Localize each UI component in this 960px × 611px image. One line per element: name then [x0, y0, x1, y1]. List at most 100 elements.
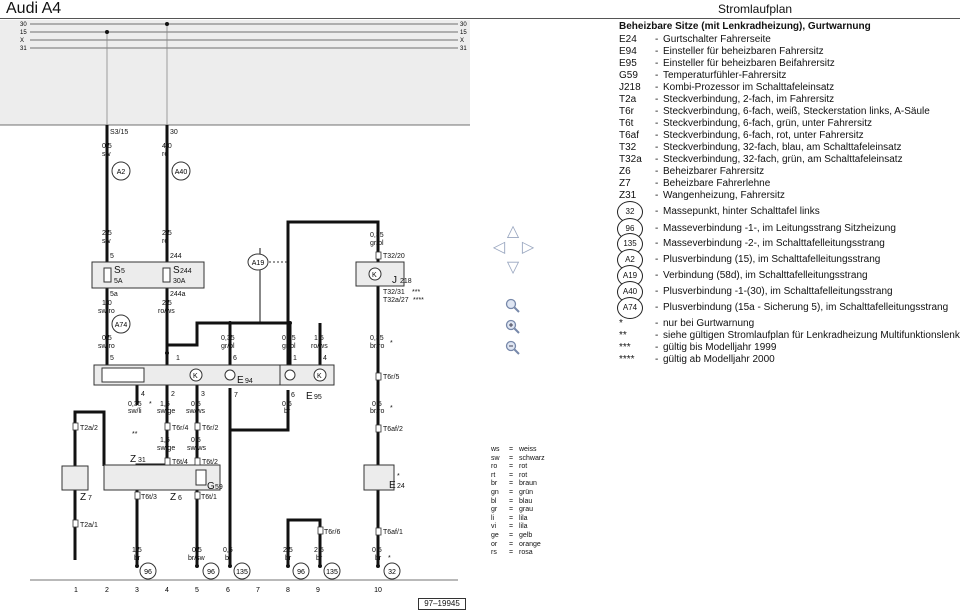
marker-a40: A40: [175, 169, 188, 176]
lbl-w9a: 0,35: [282, 335, 296, 342]
col-3: 3: [135, 587, 139, 594]
lbl-w4b: ro: [162, 238, 168, 245]
header-divider: [0, 18, 960, 19]
lbl-w25a: 0,5: [372, 547, 382, 554]
pan-right-icon[interactable]: ▷: [521, 239, 535, 256]
color-row: vi=lila: [491, 523, 528, 531]
rail-label-31-right: 31: [460, 46, 467, 52]
lbl-w23b: br/ro: [370, 343, 385, 350]
col-7: 7: [256, 587, 260, 594]
lbl-n4b: 4: [323, 355, 327, 362]
lbl-g59-a: G: [207, 481, 215, 492]
lbl-n2: 2: [171, 391, 175, 398]
lbl-dstar: **: [132, 431, 138, 438]
lbl-w6a: 2,5: [162, 300, 172, 307]
lbl-n5b: 5: [110, 355, 114, 362]
svg-text:K: K: [193, 373, 198, 380]
lbl-e24-b: 24: [397, 483, 405, 490]
lbl-e94-b: 94: [245, 378, 253, 385]
lbl-n1b: 1: [293, 355, 297, 362]
lbl-n244: 244: [170, 253, 182, 260]
zoom-out-icon[interactable]: [505, 340, 521, 356]
lbl-w3b: sw: [102, 238, 112, 245]
lbl-fuse-s5-b: 5: [121, 268, 125, 275]
lbl-w13b: sw/ws: [186, 408, 206, 415]
lbl-z31-a: Z: [130, 454, 136, 465]
lbl-w19b: br: [225, 555, 232, 562]
lbl-w18b: br/sw: [188, 555, 206, 562]
lbl-w13a: 0,5: [191, 401, 201, 408]
lbl-fuse-s244-c: 30A: [173, 278, 186, 285]
lbl-e94-a: E: [237, 375, 244, 386]
color-row: li=lila: [491, 514, 528, 522]
lbl-n1a: 1: [176, 355, 180, 362]
rail-label-30-right: 30: [460, 22, 467, 28]
lbl-w8b: gr/bl: [221, 343, 235, 350]
e24-box: [363, 464, 395, 491]
lbl-w7a: 0,5: [102, 335, 112, 342]
zoom-in-icon[interactable]: [505, 319, 521, 335]
lbl-w5a: 1,0: [102, 300, 112, 307]
lbl-s315: S3/15: [110, 129, 128, 136]
color-row: or=orange: [491, 540, 541, 548]
pan-up-icon[interactable]: △: [506, 223, 520, 240]
color-row: br=braun: [491, 480, 537, 488]
lbl-n6a: 6: [233, 355, 237, 362]
lbl-star3: *: [390, 405, 393, 412]
lbl-e95-b: 95: [314, 394, 322, 401]
lbl-t32-31-stars: ***: [412, 289, 420, 296]
lbl-star4: *: [397, 473, 400, 480]
lbl-z31-b: 31: [138, 457, 146, 464]
pan-down-icon[interactable]: ▽: [506, 259, 520, 276]
z7-element: [61, 465, 89, 491]
pan-left-icon[interactable]: ◁: [492, 239, 506, 256]
legend-title: Beheizbare Sitze (mit Lenkradheizung), G…: [619, 21, 871, 32]
lbl-n4: 4: [141, 391, 145, 398]
lbl-j218-a: J: [392, 275, 397, 286]
ground-96c: 96: [297, 569, 305, 576]
lbl-w12a: 1,5: [160, 401, 170, 408]
lbl-w15b: sw/ws: [187, 445, 207, 452]
rail-label-x-left: X: [20, 38, 24, 44]
lbl-w2b: ro: [162, 151, 168, 158]
lbl-w14a: 1,5: [160, 437, 170, 444]
lbl-t6r5: T6r/5: [383, 374, 399, 381]
lbl-w21b: br: [316, 555, 323, 562]
lbl-w16a: 0,6: [282, 401, 292, 408]
marker-a2: A2: [117, 169, 126, 176]
document-number: 97–19945: [418, 598, 466, 610]
lbl-w24b: br/ro: [370, 408, 385, 415]
wire-color-key: ws=weiss sw=schwarz ro=rot rt=rot br=bra…: [491, 446, 545, 558]
marker-a19: A19: [252, 260, 265, 267]
lbl-w11b: sw/li: [128, 408, 142, 415]
lbl-g59-b: 59: [215, 484, 223, 491]
lbl-w23a: 0,35: [370, 335, 384, 342]
color-row: rs=rosa: [491, 549, 533, 557]
lbl-w9b: gr/bl: [282, 343, 296, 350]
lbl-z7-a: Z: [80, 492, 86, 503]
col-9: 9: [316, 587, 320, 594]
marker-a74: A74: [115, 322, 128, 329]
lbl-n7: 7: [234, 392, 238, 399]
lbl-fuse-s244-b: 244: [180, 268, 192, 275]
lbl-t32-20: T32/20: [383, 253, 405, 260]
lbl-n5a: 5a: [110, 291, 118, 298]
lbl-t6r2: T6r/2: [202, 425, 218, 432]
lbl-w21a: 2,5: [314, 547, 324, 554]
lbl-w10a: 1,5: [314, 335, 324, 342]
zoom-icon[interactable]: [505, 298, 521, 314]
lbl-t2a1: T2a/1: [80, 522, 98, 529]
lbl-t30: 30: [170, 129, 178, 136]
lbl-w20a: 2,5: [283, 547, 293, 554]
lbl-t6t1: T6t/1: [201, 494, 217, 501]
color-row: ge=gelb: [491, 531, 533, 539]
lbl-t6t3: T6t/3: [141, 494, 157, 501]
lbl-w1b: sw: [102, 151, 112, 158]
col-1: 1: [74, 587, 78, 594]
col-4: 4: [165, 587, 169, 594]
color-row: ws=weiss: [491, 446, 537, 453]
lbl-w8a: 0,35: [221, 335, 235, 342]
ground-135a: 135: [236, 569, 248, 576]
